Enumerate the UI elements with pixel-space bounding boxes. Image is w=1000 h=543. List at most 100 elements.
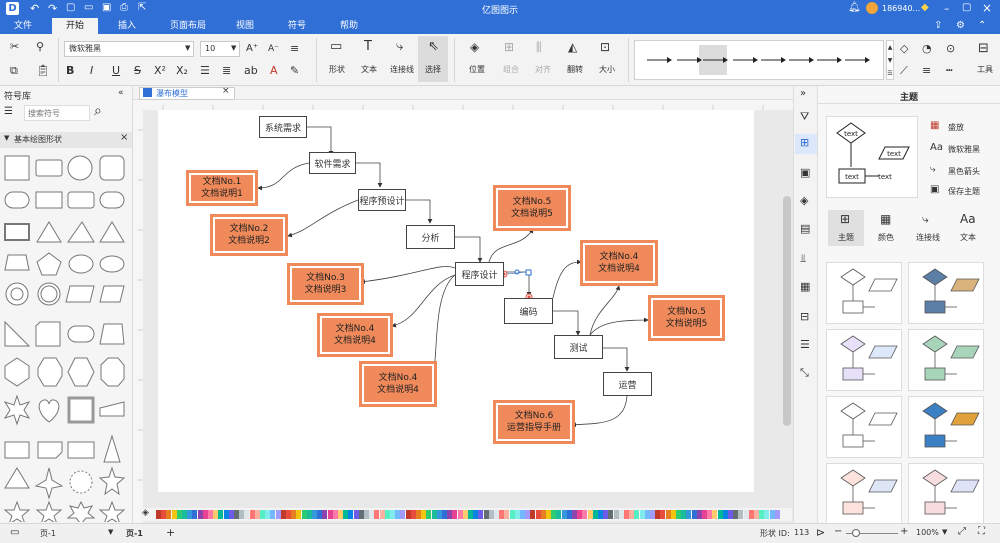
grow-font-icon[interactable]: A⁺ <box>246 43 259 54</box>
color-swatch[interactable] <box>494 510 499 519</box>
layers-panel-icon[interactable]: ◈ <box>800 194 809 207</box>
line-style-gallery[interactable] <box>634 40 884 80</box>
node-analysis[interactable]: 分析 <box>406 225 455 249</box>
color-swatch[interactable] <box>618 510 624 519</box>
shrink-font-icon[interactable]: A⁻ <box>268 44 279 54</box>
highlight-icon[interactable]: ✎ <box>290 64 300 77</box>
color-swatch[interactable] <box>369 510 375 519</box>
menu-symbol[interactable]: 符号 <box>287 21 306 31</box>
line-style-icon[interactable]: ⊙ <box>946 42 956 55</box>
theme-thumbnail[interactable] <box>908 262 984 324</box>
color-swatch[interactable] <box>681 510 687 519</box>
color-swatch[interactable] <box>457 510 463 519</box>
color-swatch[interactable] <box>686 510 692 519</box>
collapse-ribbon-icon[interactable]: ⌃ <box>978 20 987 31</box>
document-tab[interactable] <box>139 87 235 100</box>
color-swatch[interactable] <box>431 510 437 519</box>
chevron-down-icon[interactable]: ▼ <box>185 44 191 52</box>
color-swatch[interactable] <box>504 510 510 519</box>
symbol-search-input[interactable] <box>24 105 90 121</box>
color-swatch[interactable] <box>187 510 193 519</box>
list-icon[interactable]: ☰ <box>800 338 810 351</box>
color-swatch[interactable] <box>161 510 167 519</box>
menu-icon[interactable]: ☰ <box>4 106 13 117</box>
close-category-icon[interactable]: × <box>120 132 129 143</box>
underline-icon[interactable]: U <box>112 64 121 77</box>
group-label[interactable]: 组合 <box>503 65 519 74</box>
color-swatch[interactable] <box>561 510 567 519</box>
color-swatch[interactable] <box>717 510 723 519</box>
tools-label[interactable]: 工具 <box>977 65 993 74</box>
chevron-down-icon[interactable]: ▼ <box>4 134 10 142</box>
theme-option-font[interactable]: 微软雅黑 <box>948 145 980 154</box>
text-tool-label[interactable]: 文本 <box>361 65 377 74</box>
theme-thumbnail[interactable] <box>908 329 984 391</box>
fill-bucket-icon[interactable]: ◈ <box>142 508 149 518</box>
color-swatch[interactable] <box>608 510 614 519</box>
color-swatch[interactable] <box>650 510 655 519</box>
color-swatch[interactable] <box>696 510 702 519</box>
color-swatch[interactable] <box>670 510 676 519</box>
cut-icon[interactable]: ✂ <box>10 40 20 53</box>
color-swatch[interactable] <box>478 510 484 519</box>
redo-icon[interactable]: ↷ <box>48 2 58 15</box>
color-swatch[interactable] <box>769 510 775 519</box>
color-swatch[interactable] <box>182 510 187 519</box>
color-swatch[interactable] <box>384 510 390 519</box>
color-swatch[interactable] <box>327 510 333 519</box>
grid-icon[interactable]: ⊞ <box>800 136 810 149</box>
bold-icon[interactable]: B <box>66 64 75 77</box>
group-icon[interactable]: ⊞ <box>504 40 515 54</box>
color-swatch[interactable] <box>390 510 395 519</box>
font-theme-icon[interactable]: Aa <box>930 142 943 153</box>
shadow-icon[interactable]: ◔ <box>922 42 932 55</box>
color-swatch[interactable] <box>400 510 406 519</box>
color-swatch[interactable] <box>426 510 432 519</box>
font-color-icon[interactable]: A <box>270 64 278 77</box>
pointer-icon[interactable]: ⇖ <box>428 39 439 54</box>
tab-text-label[interactable]: 文本 <box>960 233 976 242</box>
color-swatch[interactable] <box>176 510 182 519</box>
color-swatch[interactable] <box>223 510 229 519</box>
color-swatch[interactable] <box>530 510 536 519</box>
color-swatch[interactable] <box>312 510 317 519</box>
color-swatch[interactable] <box>192 510 198 519</box>
color-swatch[interactable] <box>743 510 749 519</box>
color-swatch[interactable] <box>270 510 276 519</box>
color-swatch[interactable] <box>249 510 255 519</box>
color-swatch[interactable] <box>577 510 583 519</box>
undo-icon[interactable]: ↶ <box>30 2 40 15</box>
color-swatch[interactable] <box>332 510 338 519</box>
chart-icon[interactable]: ⫫ <box>800 252 807 265</box>
shape-tool-label[interactable]: 形状 <box>329 65 345 74</box>
color-swatch[interactable] <box>416 510 421 519</box>
color-swatch[interactable] <box>535 510 541 519</box>
color-swatch[interactable] <box>634 510 640 519</box>
color-swatch[interactable] <box>156 510 161 519</box>
export-icon[interactable]: ⇱ <box>138 2 147 13</box>
menu-page-layout[interactable]: 页面布局 <box>169 21 206 31</box>
color-swatch[interactable] <box>280 510 286 519</box>
color-swatch[interactable] <box>473 510 479 519</box>
theme-thumbnail[interactable] <box>826 463 902 525</box>
color-swatch[interactable] <box>265 510 271 519</box>
vip-diamond-icon[interactable]: ◆ <box>921 2 929 13</box>
color-swatch[interactable] <box>603 510 609 519</box>
line-weight-icon[interactable]: ≡ <box>922 64 932 77</box>
strikethrough-icon[interactable]: S <box>134 64 141 77</box>
open-folder-icon[interactable]: ▭ <box>84 2 94 13</box>
color-swatch[interactable] <box>353 510 359 519</box>
font-size-select[interactable]: 10 <box>200 41 240 57</box>
font-family-select[interactable]: 微软雅黑 <box>64 41 194 57</box>
flip-icon[interactable]: ◭ <box>568 40 578 54</box>
fit-page-icon[interactable]: ⤢ <box>958 526 966 537</box>
color-swatch[interactable] <box>587 510 593 519</box>
gallery-scroll[interactable]: ▲▼☰ <box>886 40 894 80</box>
color-swatch[interactable] <box>722 510 728 519</box>
color-swatch[interactable] <box>514 510 520 519</box>
zoom-slider-thumb[interactable] <box>852 529 860 537</box>
